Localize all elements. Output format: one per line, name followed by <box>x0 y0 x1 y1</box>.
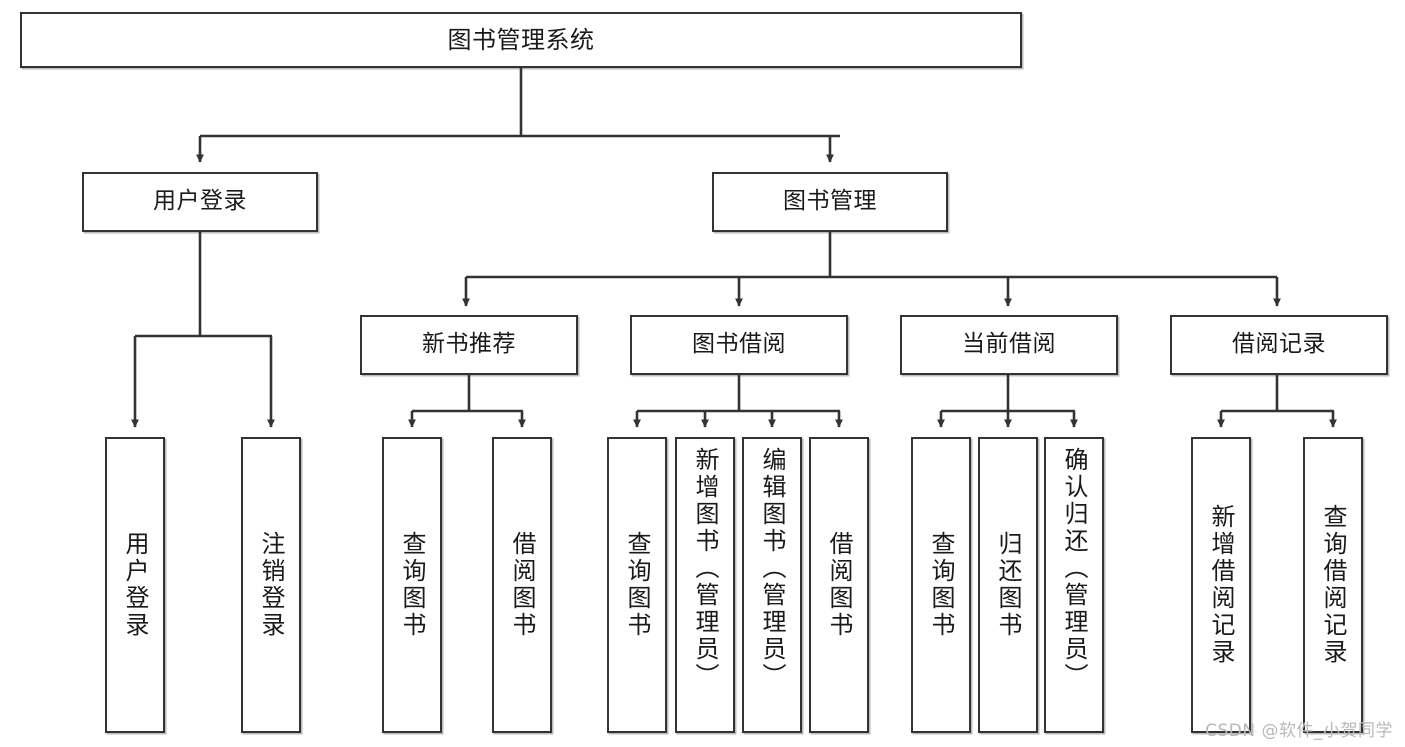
leaf-user-login-login[interactable]: 用户登录 <box>105 437 165 733</box>
leaf-current-borrow-confirm-return-admin[interactable]: 确认归还（管理员） <box>1044 437 1104 733</box>
node-label: 借阅图书 <box>508 531 536 639</box>
node-book-borrow[interactable]: 图书借阅 <box>630 315 848 375</box>
node-label: 当前借阅 <box>962 331 1056 358</box>
node-label: 图书管理系统 <box>447 25 595 54</box>
node-label: 注销登录 <box>257 531 285 639</box>
node-borrow-record[interactable]: 借阅记录 <box>1170 315 1388 375</box>
watermark: CSDN @软件_小贺同学 <box>1205 721 1393 741</box>
node-label: 查询图书 <box>623 531 651 639</box>
leaf-book-borrow-borrow-book[interactable]: 借阅图书 <box>809 437 869 733</box>
leaf-book-borrow-add-book-admin[interactable]: 新增图书（管理员） <box>675 437 735 733</box>
node-user-login[interactable]: 用户登录 <box>82 172 318 232</box>
node-label: 查询图书 <box>927 531 955 639</box>
leaf-book-borrow-edit-book-admin[interactable]: 编辑图书（管理员） <box>742 437 802 733</box>
node-label: 用户登录 <box>153 188 247 215</box>
leaf-borrow-record-query-record[interactable]: 查询借阅记录 <box>1303 437 1363 733</box>
leaf-borrow-record-add-record[interactable]: 新增借阅记录 <box>1191 437 1251 733</box>
node-label: 图书管理 <box>783 188 877 215</box>
node-label: 借阅图书 <box>825 531 853 639</box>
node-book-management[interactable]: 图书管理 <box>712 172 948 232</box>
node-label: 编辑图书（管理员） <box>758 447 786 690</box>
leaf-book-borrow-query-book[interactable]: 查询图书 <box>607 437 667 733</box>
node-label: 图书借阅 <box>692 331 786 358</box>
node-label: 借阅记录 <box>1232 331 1326 358</box>
leaf-current-borrow-return-book[interactable]: 归还图书 <box>978 437 1038 733</box>
node-root-book-management-system[interactable]: 图书管理系统 <box>20 12 1022 68</box>
leaf-current-borrow-query-book[interactable]: 查询图书 <box>911 437 971 733</box>
leaf-new-book-borrow-book[interactable]: 借阅图书 <box>492 437 552 733</box>
node-label: 确认归还（管理员） <box>1060 447 1088 690</box>
leaf-user-login-logout[interactable]: 注销登录 <box>241 437 301 733</box>
leaf-new-book-query-book[interactable]: 查询图书 <box>382 437 442 733</box>
node-label: 新增图书（管理员） <box>691 447 719 690</box>
node-label: 新书推荐 <box>422 331 516 358</box>
node-new-book-recommend[interactable]: 新书推荐 <box>360 315 578 375</box>
node-label: 用户登录 <box>121 531 149 639</box>
node-current-borrow[interactable]: 当前借阅 <box>900 315 1118 375</box>
node-label: 新增借阅记录 <box>1207 504 1235 666</box>
node-label: 归还图书 <box>994 531 1022 639</box>
node-label: 查询借阅记录 <box>1319 504 1347 666</box>
node-label: 查询图书 <box>398 531 426 639</box>
